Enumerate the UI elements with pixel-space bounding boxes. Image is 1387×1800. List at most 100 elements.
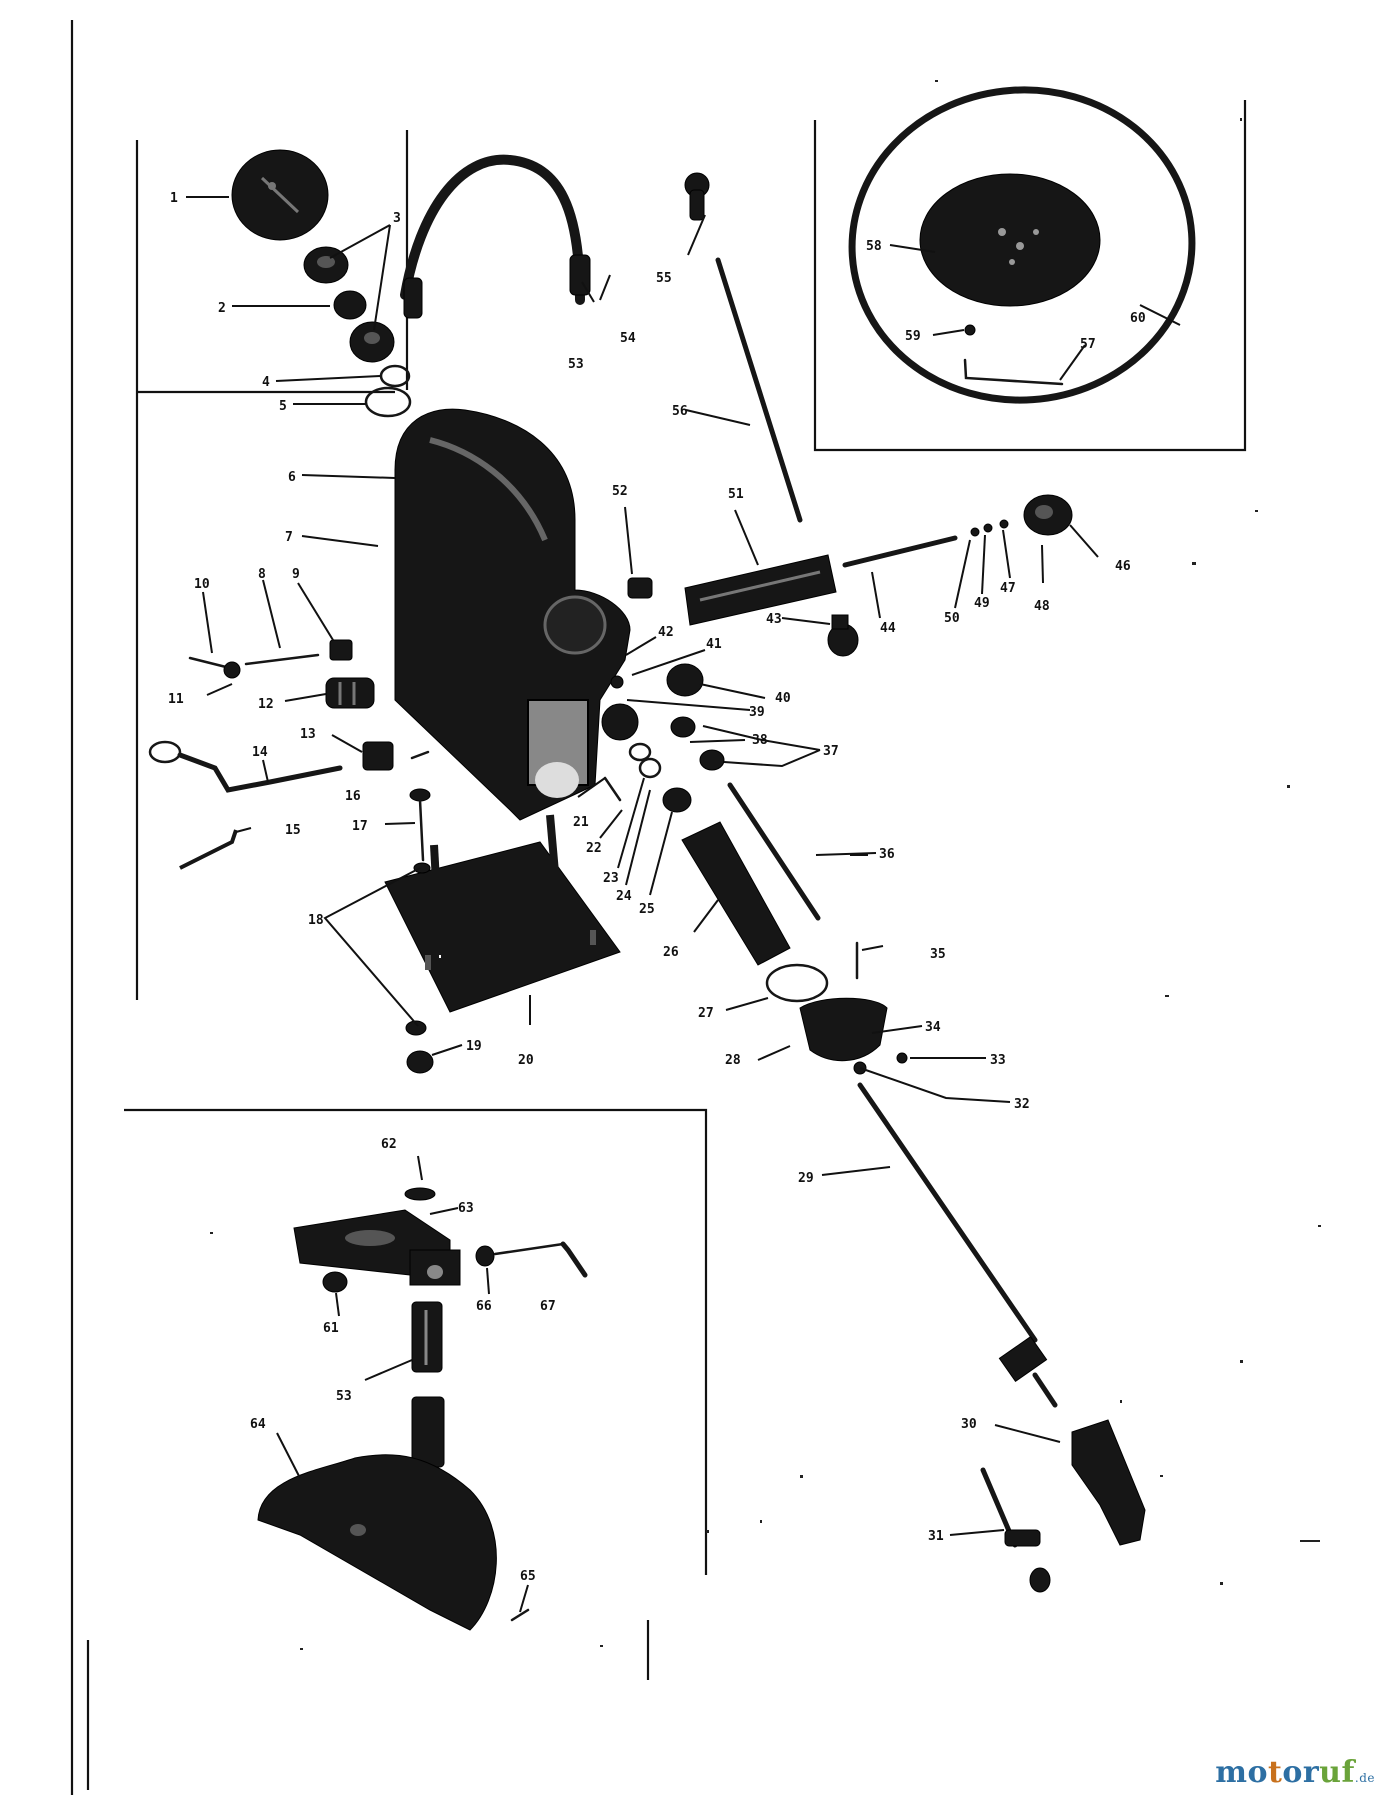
part-threaded-shaft [842,535,958,568]
part-table-clamp [293,1209,461,1286]
part-long-rod [715,257,803,523]
part-rod-knob [684,172,710,221]
callout-50: 50 [944,611,960,626]
callout-30: 30 [961,1417,977,1432]
callout-38: 38 [752,733,768,748]
part-bushing-upper [303,246,349,284]
callout-14: 14 [252,745,268,760]
part-clamp-screw [322,1271,348,1293]
callout-19: 19 [466,1039,482,1054]
callout-34: 34 [925,1020,941,1035]
part-washer-47 [999,519,1009,529]
callout-63: 63 [458,1201,474,1216]
part-nut [333,290,367,320]
part-washer-18 [413,862,431,874]
callout-51: 51 [728,487,744,502]
diagram-frames [70,20,1247,1795]
callout-47: 47 [1000,581,1016,596]
part-bushing-41 [666,663,704,697]
callout-3: 3 [393,211,401,226]
callout-36: 36 [879,847,895,862]
part-washer-22 [628,742,652,762]
part-feed-handle [148,740,343,793]
part-knob-ring [349,321,395,363]
part-key-57 [963,358,1064,386]
part-spindle [727,782,821,921]
watermark-letter: r [1302,1755,1320,1790]
part-table-column [411,1301,445,1468]
parts [148,86,1196,1631]
callout-55: 55 [656,271,672,286]
callout-22: 22 [586,841,602,856]
part-lower-spindle [857,1082,1058,1408]
watermark-suffix: .de [1354,1771,1375,1785]
part-foot [406,1050,434,1074]
callout-66: 66 [476,1299,492,1314]
part-washer-18b [405,1020,427,1036]
part-ring-27 [765,963,829,1003]
callout-44: 44 [880,621,896,636]
watermark-letter: o [1247,1755,1268,1790]
watermark-letter: t [1267,1755,1283,1790]
callout-27: 27 [698,1006,714,1021]
callout-12: 12 [258,697,274,712]
callout-64: 64 [250,1417,266,1432]
part-bolt [409,788,431,862]
callout-61: 61 [323,1321,339,1336]
part-screw-33 [896,1052,908,1064]
callout-40: 40 [775,691,791,706]
callout-17: 17 [352,819,368,834]
callout-62: 62 [381,1137,397,1152]
part-drill-chuck [1071,1419,1146,1546]
watermark-letter: u [1319,1755,1342,1790]
callout-57: 57 [1080,337,1096,352]
part-washer-49 [983,523,993,533]
part-lever-assembly [188,639,353,679]
callout-59: 59 [905,329,921,344]
callout-35: 35 [930,947,946,962]
leader-lines [186,196,1181,1613]
part-base-plate [384,814,621,1013]
callout-33: 33 [990,1053,1006,1068]
scan-speckles [210,80,1321,1650]
part-quill-tube [681,821,791,966]
part-base-foot [257,1454,497,1631]
part-pin-42 [610,675,624,689]
callout-67: 67 [540,1299,556,1314]
callout-41: 41 [706,637,722,652]
watermark-letter: o [1282,1755,1303,1790]
part-gear-block [325,677,375,709]
part-pulley-washer [964,324,976,336]
part-base-screw [510,1608,530,1622]
callout-48: 48 [1034,599,1050,614]
callout-24: 24 [616,889,632,904]
watermark-text: motoruf [1215,1755,1355,1790]
callout-60: 60 [1130,311,1146,326]
part-small-screw [410,750,430,760]
part-pinion [827,614,859,657]
part-washer-23 [638,757,662,779]
part-end-knob [1023,494,1073,536]
callout-58: 58 [866,239,882,254]
callout-49: 49 [974,596,990,611]
part-washer-50 [970,527,980,537]
part-flexible-cable [400,154,591,319]
callout-7: 7 [285,530,293,545]
callout-52: 52 [612,484,628,499]
part-spacer [362,741,394,771]
part-clamp-cap [404,1187,436,1201]
part-chuck-key [980,1467,1051,1593]
part-ring-38 [670,716,696,738]
part-sleeve [684,554,837,626]
part-chuck-collar [799,997,888,1062]
part-washer [379,364,411,388]
callout-39: 39 [749,705,765,720]
part-o-ring [364,386,412,418]
callout-16: 16 [345,789,361,804]
callout-1: 1 [170,191,178,206]
callout-53b: 53 [336,1389,352,1404]
callout-31: 31 [928,1529,944,1544]
part-drive-belt [848,86,1196,404]
callout-18: 18 [308,913,324,928]
callout-43: 43 [766,612,782,627]
